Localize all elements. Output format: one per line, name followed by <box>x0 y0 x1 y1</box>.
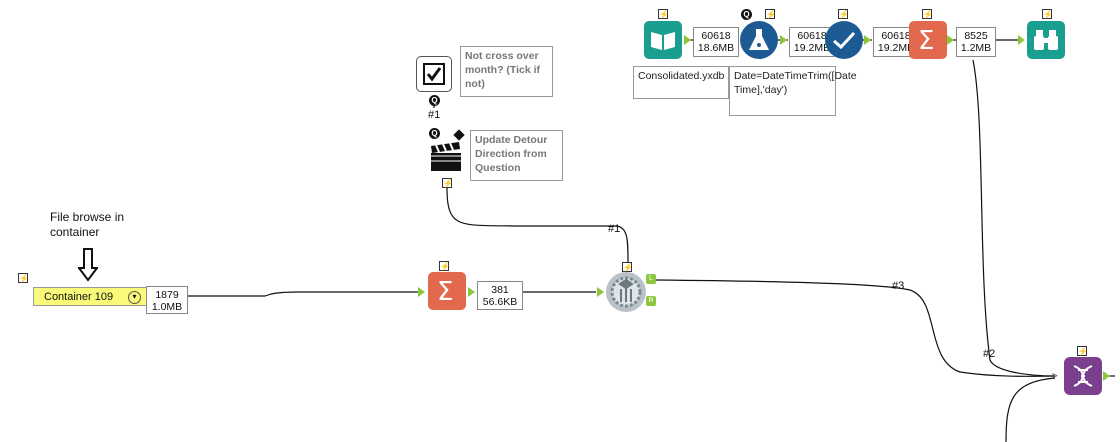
select-tool[interactable] <box>825 21 863 59</box>
input-size: 18.6MB <box>697 42 735 54</box>
output-anchor[interactable] <box>947 35 954 45</box>
container-label: Container 109 <box>44 291 114 303</box>
summarize-tool-top[interactable]: Σ <box>909 21 947 59</box>
multi-input-anchor[interactable]: ⫸ <box>1052 370 1058 381</box>
input-count: 60618 <box>701 30 731 42</box>
svg-text:Σ: Σ <box>918 27 934 53</box>
lightning-icon: ⚡ <box>442 178 453 188</box>
input-count-box: 60618 18.6MB <box>693 27 739 57</box>
output-anchor[interactable] <box>864 35 871 45</box>
input-data-tool[interactable] <box>644 21 682 59</box>
action-tool[interactable] <box>428 138 464 174</box>
union-tool[interactable] <box>1064 357 1102 395</box>
lightning-icon: ⚡ <box>838 9 849 19</box>
output-anchor-l[interactable]: L <box>646 274 656 284</box>
summarize-top-count: 8525 <box>964 30 988 42</box>
connection-label-2: #2 <box>983 348 996 360</box>
checkmark-icon <box>423 63 445 85</box>
formula-annotation: Date=DateTimeTrim([Date Time],'day') <box>729 66 857 116</box>
lightning-icon: ⚡ <box>622 262 633 272</box>
question-badge: Q <box>741 9 752 20</box>
summarize-bottom-size: 56.6KB <box>482 296 518 308</box>
connection-label-3: #3 <box>892 280 905 292</box>
select-count: 60618 <box>881 30 911 42</box>
container-count-box: 1879 1.0MB <box>146 286 188 314</box>
book-icon <box>651 32 675 50</box>
output-anchor[interactable] <box>1103 371 1110 381</box>
lightning-icon: ⚡ <box>922 9 933 19</box>
formula-tool[interactable] <box>740 21 778 59</box>
gear-icon <box>610 276 642 308</box>
formula-count: 60618 <box>797 30 827 42</box>
checkbox-tool[interactable] <box>416 56 452 92</box>
browse-tool[interactable] <box>1027 21 1065 59</box>
input-anchor[interactable] <box>418 287 425 297</box>
formula-size: 19.2MB <box>793 42 831 54</box>
connector-summary-top-union <box>972 59 1056 377</box>
note-line-2: container <box>50 225 100 239</box>
summarize-tool-bottom[interactable]: Σ <box>428 272 466 310</box>
question-badge: Q <box>429 128 440 139</box>
lightning-icon: ⚡ <box>439 261 450 271</box>
note-text: File browse in container <box>50 210 124 240</box>
lightning-icon: ⚡ <box>658 9 669 19</box>
lightning-icon: ⚡ <box>765 9 776 19</box>
down-arrow-icon <box>78 248 98 282</box>
connector-container-summarize <box>188 291 418 297</box>
question-badge: Q <box>429 95 440 106</box>
output-anchor[interactable] <box>468 287 475 297</box>
output-anchor[interactable] <box>684 35 691 45</box>
join-gear-tool[interactable] <box>606 272 646 312</box>
connector-bottom-union <box>1005 377 1056 442</box>
connection-label-1: #1 <box>608 223 621 235</box>
output-anchor[interactable] <box>780 35 787 45</box>
action-annotation: Update Detour Direction from Question <box>470 130 563 181</box>
connection-label-1b: #1 <box>428 109 441 121</box>
select-size: 19.2MB <box>877 42 915 54</box>
input-annotation: Consolidated.yxdb <box>633 66 729 99</box>
sigma-icon: Σ <box>918 27 934 53</box>
connector-action-join <box>446 187 629 263</box>
container-count: 1879 <box>155 289 179 301</box>
container-109-bar[interactable]: Container 109 ▾ <box>33 287 147 306</box>
check-icon <box>833 31 856 50</box>
flask-icon <box>749 29 769 50</box>
clapboard-icon <box>431 142 461 171</box>
binoculars-icon <box>1034 30 1058 50</box>
sigma-icon: Σ <box>437 278 453 304</box>
lightning-icon: ⚡ <box>1042 9 1053 19</box>
note-line-1: File browse in <box>50 210 125 224</box>
svg-text:Σ: Σ <box>437 278 453 304</box>
summarize-bottom-count-box: 381 56.6KB <box>477 281 523 310</box>
input-anchor[interactable] <box>1018 35 1025 45</box>
connector-join-l-union <box>654 279 1056 377</box>
summarize-bottom-count: 381 <box>491 284 509 296</box>
lightning-icon: ⚡ <box>18 273 29 283</box>
checkbox-annotation: Not cross over month? (Tick if not) <box>460 46 553 97</box>
container-size: 1.0MB <box>151 301 183 313</box>
lightning-icon: ⚡ <box>1077 346 1088 356</box>
summarize-top-size: 1.2MB <box>960 42 992 54</box>
summarize-top-count-box: 8525 1.2MB <box>956 27 996 57</box>
input-anchor[interactable] <box>597 287 604 297</box>
dna-icon <box>1073 365 1093 387</box>
output-anchor-r[interactable]: R <box>646 296 656 306</box>
chevron-down-icon[interactable]: ▾ <box>128 291 141 304</box>
